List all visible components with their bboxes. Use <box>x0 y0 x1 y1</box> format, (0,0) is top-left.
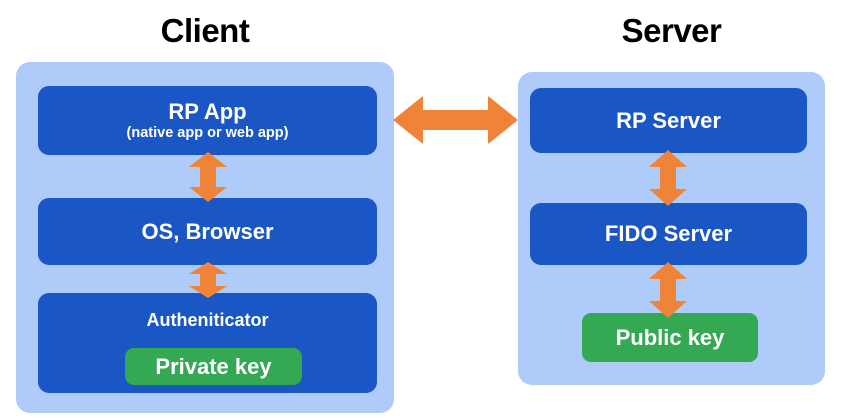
client-box-rp-app: RP App (native app or web app) <box>38 86 377 155</box>
double-arrow-vertical-icon-fido-server-public-key <box>649 262 687 318</box>
double-arrow-vertical-icon-rp-app-os-browser <box>189 152 227 202</box>
client-box-authenticator-title: Autheniticator <box>146 310 269 330</box>
double-arrow-vertical-icon-rp-server-fido-server <box>649 150 687 206</box>
server-column-title: Server <box>621 12 722 49</box>
client-box-rp-app-title: RP App <box>168 98 247 124</box>
client-column-title: Client <box>160 12 250 49</box>
server-box-rp-server: RP Server <box>530 88 807 153</box>
server-box-fido-server: FIDO Server <box>530 203 807 265</box>
client-box-os-browser: OS, Browser <box>38 198 377 265</box>
public-key-pill: Public key <box>582 313 758 362</box>
double-arrow-vertical-icon-os-browser-authenticator <box>189 262 227 298</box>
server-box-rp-server-title: RP Server <box>616 107 721 133</box>
private-key-pill: Private key <box>125 348 302 385</box>
client-box-rp-app-subtitle: (native app or web app) <box>126 124 289 141</box>
server-box-fido-server-title: FIDO Server <box>604 221 733 247</box>
double-arrow-horizontal-icon-client-server <box>393 96 518 144</box>
client-box-os-browser-title: OS, Browser <box>141 218 274 244</box>
